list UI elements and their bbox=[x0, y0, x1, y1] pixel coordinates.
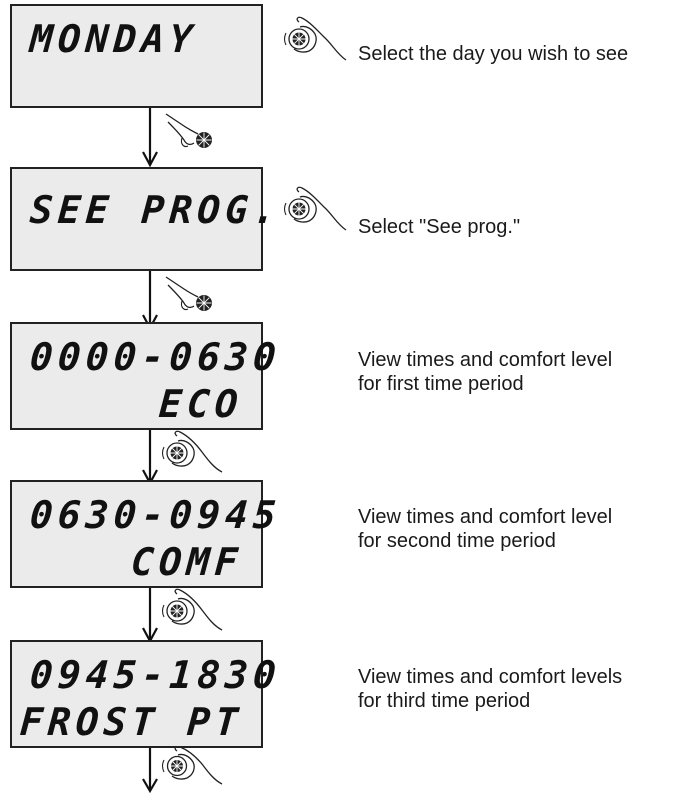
hand-turning-knob-icon bbox=[161, 430, 223, 473]
lcd-display-period-2: 0630-0945 COMF bbox=[10, 480, 282, 588]
caption-step-4: View times and comfort level for second … bbox=[358, 506, 613, 552]
caption-step-2: Select "See prog." bbox=[358, 216, 521, 238]
caption-step-5: View times and comfort levels for third … bbox=[358, 666, 623, 712]
caption-step-1: Select the day you wish to see bbox=[358, 43, 629, 65]
lcd-line-2: FROST PT bbox=[18, 700, 245, 744]
lcd-line-1: SEE PROG. bbox=[28, 188, 283, 232]
lcd-display-monday: MONDAY bbox=[10, 4, 263, 108]
down-arrow-icon bbox=[142, 108, 158, 168]
lcd-line-2: ECO bbox=[157, 382, 245, 426]
hand-turning-knob-icon bbox=[161, 588, 223, 631]
lcd-display-period-3: 0945-1830 FROST PT bbox=[10, 640, 282, 748]
lcd-line-1: MONDAY bbox=[28, 17, 199, 61]
hand-pressing-knob-icon bbox=[165, 113, 212, 148]
down-arrow-icon bbox=[142, 588, 158, 644]
caption-step-3: View times and comfort level for first t… bbox=[358, 349, 613, 395]
lcd-line-1: 0630-0945 bbox=[28, 493, 283, 537]
hand-turning-knob-icon bbox=[161, 746, 223, 785]
hand-turning-knob-icon bbox=[283, 186, 347, 231]
lcd-line-2: COMF bbox=[129, 540, 245, 584]
hand-turning-knob-icon bbox=[283, 16, 347, 61]
lcd-display-see-prog: SEE PROG. bbox=[10, 167, 282, 271]
lcd-line-1: 0945-1830 bbox=[28, 653, 283, 697]
down-arrow-icon bbox=[142, 748, 158, 793]
hand-pressing-knob-icon bbox=[165, 276, 212, 311]
lcd-line-1: 0000-0630 bbox=[28, 335, 283, 379]
down-arrow-icon bbox=[142, 430, 158, 486]
lcd-display-period-1: 0000-0630 ECO bbox=[10, 322, 282, 430]
